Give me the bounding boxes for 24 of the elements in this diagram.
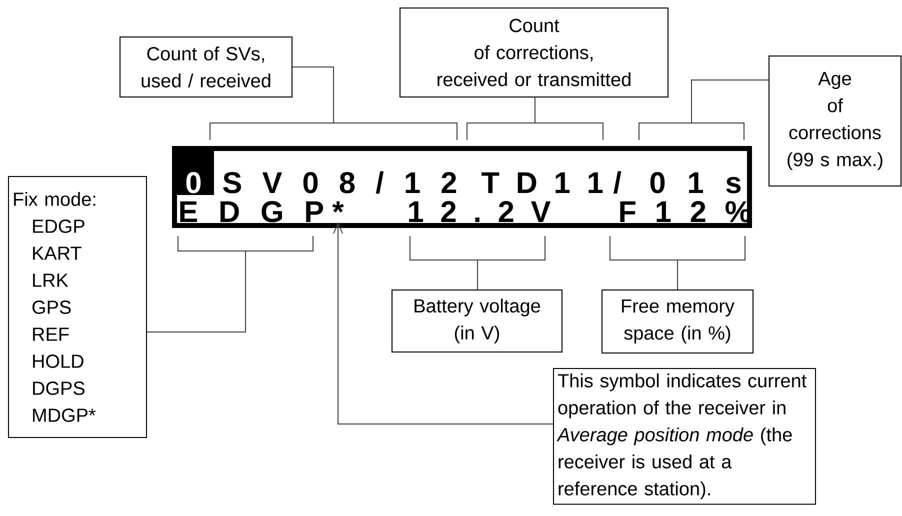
display-text: S V 0 8 / 1 2: [223, 171, 456, 194]
bracket-leader: [638, 80, 769, 140]
display-text: E D G P: [180, 201, 324, 222]
node-label: 0: [186, 172, 201, 194]
bracket-leader: [610, 236, 746, 290]
display-text: T D 1 1: [482, 172, 603, 193]
callout-box: Count of corrections, received or transmitted: [400, 8, 668, 98]
leader-arrow: [333, 222, 554, 424]
highlighted-character: 0: [173, 151, 214, 195]
callout-box: Count of SVs, used / received: [120, 36, 292, 98]
note-box: This symbol indicates current operation of the receiver in Average position mode (the receiver is used at a reference station).: [553, 368, 816, 505]
callout-box: Battery voltage (in V): [392, 290, 562, 352]
callout-box: Fix mode: EDGP KART LRK GPS REF HOLD DGPS MDGP*: [8, 176, 147, 438]
display-text: /: [614, 171, 622, 194]
bracket-leader: [146, 236, 314, 332]
bracket-leader: [410, 236, 546, 290]
display-text: *: [332, 201, 344, 213]
callout-box: Age of corrections (99 s max.): [768, 56, 902, 186]
bracket-leader: [466, 97, 604, 140]
display-text: 0 1 s: [650, 172, 741, 194]
bracket-leader: [210, 66, 458, 140]
lcd-display: [172, 146, 752, 228]
callout-box: Free memory space (in %): [602, 290, 754, 354]
display-text: 1 2 . 2 V: [409, 201, 551, 222]
